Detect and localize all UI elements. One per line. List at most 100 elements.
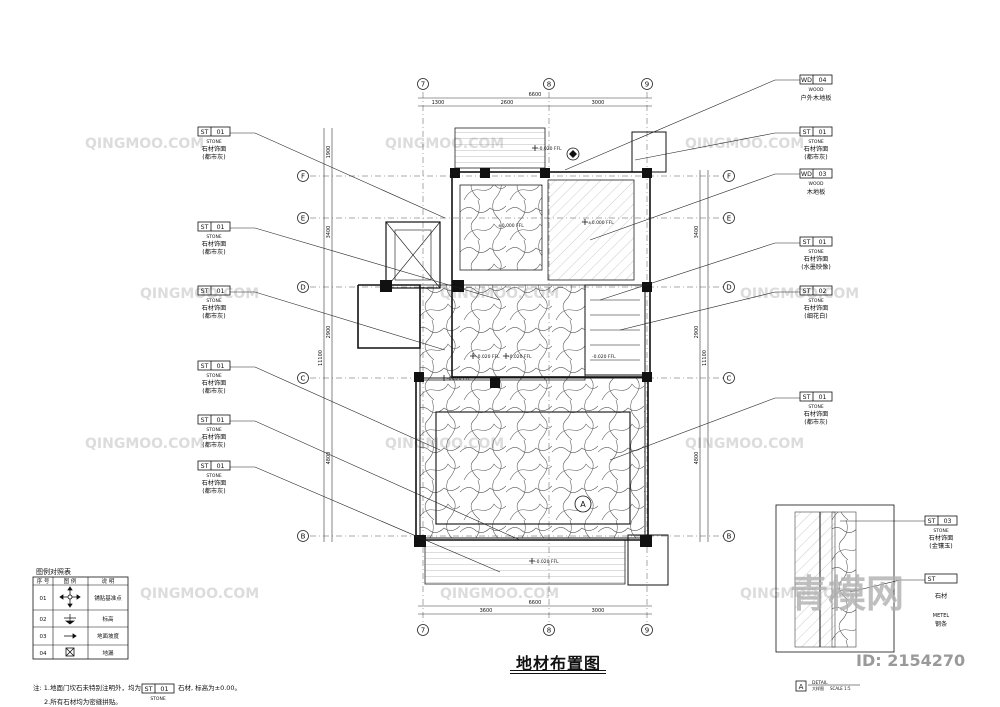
dim-left-total: 11100	[318, 350, 324, 366]
bathroom-marble	[459, 184, 543, 271]
tag-type: STONE	[206, 427, 222, 433]
dim-bottom-1: 3600	[480, 608, 493, 614]
tag-type: STONE	[206, 373, 222, 379]
wood-floor-room	[547, 179, 635, 281]
tag-name: 户外木地板	[801, 94, 832, 102]
tag-desc: (都市灰)	[202, 248, 225, 256]
grid-label-right-3: D	[726, 284, 731, 292]
tag-name: 石材	[935, 592, 947, 600]
tag-name: 石材饰面	[202, 479, 227, 487]
watermark-brand: QINGMOO.COM	[440, 586, 559, 602]
legend-row-desc: 地漏	[102, 649, 114, 657]
tag-code: ST	[201, 363, 209, 370]
dim-left-3: 2900	[326, 326, 332, 339]
dim-bottom-total: 6600	[529, 600, 542, 606]
tag-desc: (都市灰)	[202, 487, 225, 495]
dim-right-2: 2900	[694, 326, 700, 339]
callout-right-4: ST 01 STONE 石材饰面 (水墨映像)	[799, 236, 833, 271]
tag-num: 03	[944, 518, 952, 525]
tag-code: ST	[201, 129, 209, 136]
grid-label-left-1: F	[301, 173, 305, 181]
tag-num: 03	[819, 171, 827, 178]
grid-label-bottom-1: 7	[421, 627, 425, 635]
brand-watermark: 青模网 ID: 2154270	[790, 572, 965, 670]
drawing-title: 地材布置图	[516, 654, 602, 673]
dim-top-total: 6600	[529, 92, 542, 98]
legend-header-no: 序 号	[37, 577, 50, 585]
datum-marker: A	[566, 147, 592, 513]
legend-row-desc: 标高	[102, 615, 114, 623]
grid-label-bottom-3: 9	[645, 627, 649, 635]
tag-desc: (金镶玉)	[929, 542, 952, 550]
tag-desc: (都市灰)	[202, 312, 225, 320]
dim-bottom-2: 3000	[592, 608, 605, 614]
elev-5: -0.020 FFL	[508, 354, 532, 360]
tag-name: 石材饰面	[202, 145, 227, 153]
leader-lines	[230, 79, 925, 593]
tag-type: STONE	[933, 528, 949, 534]
callout-left-5: ST 01 STONE 石材饰面 (都市灰)	[197, 414, 231, 449]
tag-desc: (细花白)	[804, 312, 827, 320]
grid-bubble-labels: 7 8 9 7 8 9 F E D C B F E D C B	[300, 81, 731, 635]
grid-label-bottom-2: 8	[547, 627, 551, 635]
living-border	[435, 411, 631, 525]
legend-row-desc: 地面坡度	[97, 632, 120, 640]
watermark-brand: QINGMOO.COM	[140, 586, 259, 602]
notes: 注: 1.地面门坎石未特别注明外，均为 ST 01 STONE 石材, 标高为±…	[33, 683, 241, 706]
tag-type: STONE	[808, 298, 824, 304]
grid-bubbles	[297, 78, 735, 636]
callout-right-1: WD 04 WOOD 户外木地板	[799, 74, 833, 102]
tag-code: ST	[928, 518, 936, 525]
grid-label-left-3: D	[300, 284, 305, 292]
grid-label-right-5: B	[727, 533, 732, 541]
tag-desc: (都市灰)	[202, 387, 225, 395]
note-1-suffix: 石材, 标高为±0.00。	[178, 683, 241, 692]
dim-left-2: 3400	[326, 226, 332, 239]
tag-type: STONE	[206, 139, 222, 145]
grid-label-top-1: 7	[421, 81, 425, 89]
watermark-brand: QINGMOO.COM	[85, 136, 204, 152]
tag-name: 石材饰面	[202, 379, 227, 387]
legend-table: 图例对照表 序 号 图 例 说 明 01 铺贴基准点 02 标高 03 地面坡度…	[32, 567, 129, 660]
grid-label-right-1: F	[727, 173, 731, 181]
elev-6: -0.020 FFL	[447, 376, 471, 382]
dim-right-1: 3400	[694, 226, 700, 239]
elev-7: -0.020 FFL	[592, 354, 616, 360]
dim-left-1: 1900	[326, 146, 332, 159]
grid-label-left-2: E	[301, 215, 305, 223]
tag-type: STONE	[808, 139, 824, 145]
tag-num: 01	[217, 463, 225, 470]
tag-code: ST	[201, 224, 209, 231]
tag-name: 石材饰面	[804, 255, 829, 263]
floor-finishes	[419, 127, 646, 585]
title-underline	[510, 670, 606, 671]
tag-desc: (都市灰)	[804, 418, 827, 426]
tag-num: 01	[217, 224, 225, 231]
elev-3: ±0.000 FFL	[498, 223, 524, 229]
tag-code: ST	[928, 576, 936, 583]
tag-code: WD	[801, 171, 812, 178]
elevation-markers: -0.020 FFL ±0.000 FFL ±0.000 FFL -0.020 …	[447, 146, 616, 565]
title-underline-2	[510, 673, 606, 674]
tag-name: 石材饰面	[804, 410, 829, 418]
tag-type: WOOD	[809, 181, 825, 187]
tag-code: ST	[201, 417, 209, 424]
tag-type: STONE	[206, 473, 222, 479]
tag-num: 01	[217, 129, 225, 136]
tag-code: ST	[803, 239, 811, 246]
elev-1: -0.020 FFL	[538, 146, 562, 152]
legend-row-no: 04	[40, 651, 47, 657]
metal-label-cn: 钢条	[935, 620, 947, 628]
elevation-crosses	[441, 145, 588, 564]
grid-label-left-4: C	[301, 375, 306, 383]
tag-num: 01	[217, 417, 225, 424]
grid-label-right-2: E	[727, 215, 731, 223]
tag-type: WOOD	[809, 87, 825, 93]
outdoor-deck	[454, 127, 546, 169]
tag-desc: (都市灰)	[202, 441, 225, 449]
watermark-brand: QINGMOO.COM	[85, 436, 204, 452]
datum-point-icon	[59, 586, 81, 608]
watermark-brand: QINGMOO.COM	[685, 136, 804, 152]
